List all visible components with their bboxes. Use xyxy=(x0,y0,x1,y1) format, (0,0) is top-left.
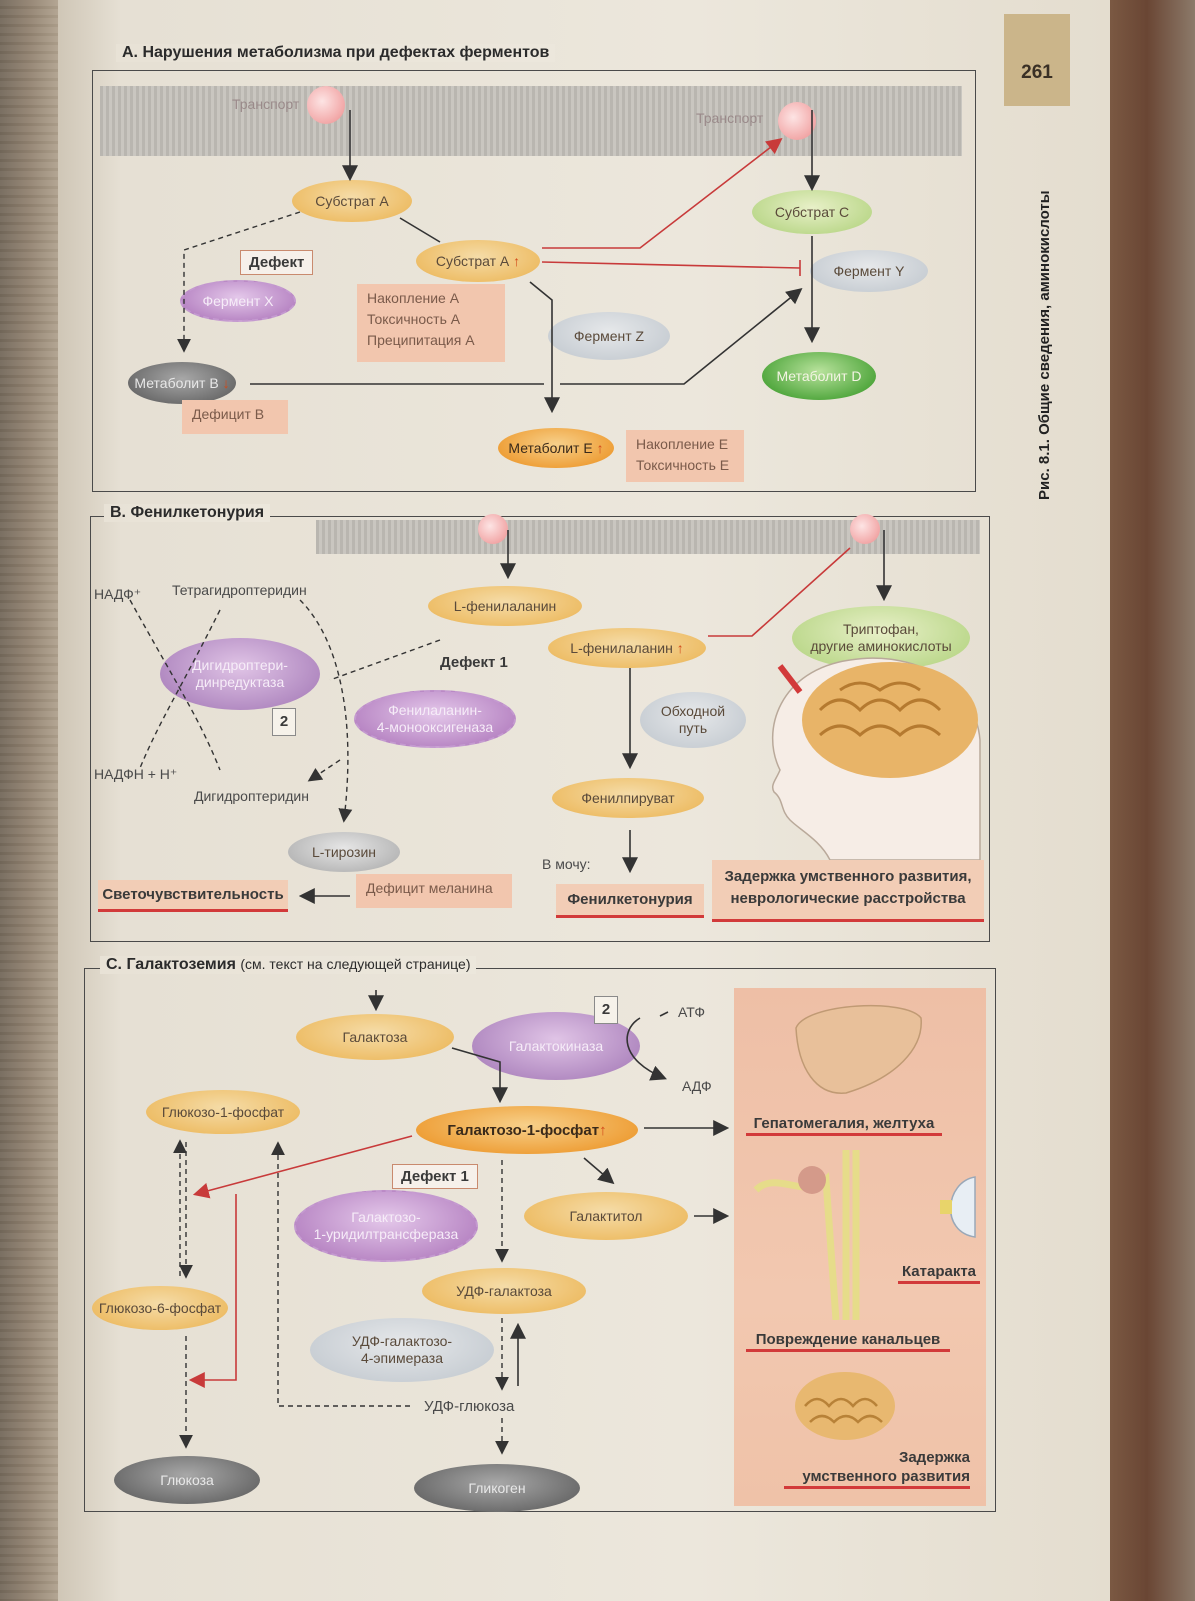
metabolite-b-label: Метаболит B xyxy=(134,374,219,391)
cataract-label: Катаракта xyxy=(898,1262,980,1284)
tubule-damage-label: Повреждение канальцев xyxy=(746,1330,950,1352)
epimerase-node: УДФ-галактозо- 4-эпимераза xyxy=(310,1318,494,1382)
metabolite-b-node: Метаболит B ↓ xyxy=(128,362,236,404)
section-b-frame xyxy=(90,516,990,942)
deficit-b-box: Дефицит B xyxy=(182,400,288,434)
l-phenylalanine-accumulated-node: L-фенилаланин ↑ xyxy=(548,628,706,668)
accumulation-a-box: Накопление A Токсичность A Преципитация … xyxy=(357,284,505,362)
section-a-frame xyxy=(92,70,976,492)
glucose-6-phosphate-node: Глюкозо-6-фосфат xyxy=(92,1286,228,1330)
defect-2-box: 2 xyxy=(272,708,296,736)
substrate-a2-label: Субстрат A xyxy=(435,252,510,269)
atp-label: АТФ xyxy=(678,1004,705,1020)
udp-glucose-label: УДФ-глюкоза xyxy=(424,1398,515,1415)
enzyme-x-node: Фермент X xyxy=(180,280,296,322)
page-number: 261 xyxy=(1021,62,1053,83)
defect-label: Дефект xyxy=(240,250,314,275)
section-c-title-note: (см. текст на следующей странице) xyxy=(240,956,471,972)
kidney-tubule-illustration xyxy=(753,1150,860,1320)
section-c-frame xyxy=(84,968,996,1512)
accumulation-a-line-2: Токсичность A xyxy=(367,311,461,327)
metabolite-d-node: Метаболит D xyxy=(762,352,876,400)
defect-1-label-c: Дефект 1 xyxy=(392,1164,478,1189)
up-arrow-icon-gal1p: ↑ xyxy=(599,1121,607,1139)
up-arrow-icon-phe: ↑ xyxy=(676,639,684,656)
glycogen-node: Гликоген xyxy=(414,1464,580,1512)
glucose-1-phosphate-node: Глюкозо-1-фосфат xyxy=(146,1090,300,1134)
up-arrow-icon: ↑ xyxy=(513,252,521,269)
accumulation-e-line-2: Токсичность E xyxy=(636,457,730,473)
dihydropteridine-label: Дигидроптеридин xyxy=(194,788,309,804)
liver-illustration xyxy=(795,1004,922,1094)
udp-galactose-node: УДФ-галактоза xyxy=(422,1268,586,1314)
accumulation-e-box: Накопление E Токсичность E xyxy=(626,430,744,482)
retardation-box-b: Задержка умственного развития, неврологи… xyxy=(712,860,984,922)
transport-icon-b-right xyxy=(850,514,880,544)
galactitol-node: Галактитол xyxy=(524,1192,688,1240)
adp-label: АДФ xyxy=(682,1078,712,1094)
gal1p-label: Галактозо-1-фосфат xyxy=(447,1121,600,1139)
hepatomegaly-label: Гепатомегалия, желтуха xyxy=(746,1114,942,1136)
transport-right-label: Транспорт xyxy=(696,110,764,126)
section-c-title: C. Галактоземия (см. текст на следующей … xyxy=(100,956,477,974)
accumulation-a-line-1: Накопление A xyxy=(367,290,460,306)
galt-node: Галактозо- 1-уридилтрансфераза xyxy=(294,1190,478,1262)
up-arrow-icon-e: ↑ xyxy=(596,439,604,456)
defect-2-box-c: 2 xyxy=(594,996,618,1024)
membrane-a xyxy=(100,86,962,156)
accumulation-a-line-3: Преципитация A xyxy=(367,332,475,348)
phenylpyruvate-node: Фенилпируват xyxy=(552,778,704,818)
nadph-label: НАДФН + H⁺ xyxy=(94,766,178,782)
transport-left-label: Транспорт xyxy=(232,96,300,112)
l-tyrosine-node: L-тирозин xyxy=(288,832,400,872)
galactose-1-phosphate-node: Галактозо-1-фосфат↑ xyxy=(416,1106,638,1154)
transport-icon-right xyxy=(778,102,816,140)
transport-icon-b-left xyxy=(478,514,508,544)
section-a-title: A. Нарушения метаболизма при дефектах фе… xyxy=(116,44,556,62)
phenylketonuria-box: Фенилкетонурия xyxy=(556,884,704,918)
substrate-c-node: Субстрат C xyxy=(752,190,872,234)
nadp-label: НАДФ⁺ xyxy=(94,586,142,602)
tetrahydropteridine-label: Тетрагидроптеридин xyxy=(172,582,307,598)
substrate-a-node: Субстрат A xyxy=(292,180,412,222)
eye-illustration xyxy=(940,1176,976,1238)
page-tab xyxy=(1004,14,1070,106)
accumulation-e-line-1: Накопление E xyxy=(636,436,729,452)
substrate-a-accumulated-node: Субстрат A ↑ xyxy=(416,240,540,282)
section-c-title-main: C. Галактоземия xyxy=(106,956,236,973)
enzyme-z-node: Фермент Z xyxy=(548,312,670,360)
galactose-node: Галактоза xyxy=(296,1014,454,1060)
phenylalanine-hydroxylase-node: Фенилаланин- 4-монооксигеназа xyxy=(354,690,516,748)
glucose-node: Глюкоза xyxy=(114,1456,260,1504)
to-urine-label: В мочу: xyxy=(542,856,591,872)
metabolite-e-label: Метаболит E xyxy=(508,439,593,456)
metabolite-e-node: Метаболит E ↑ xyxy=(498,428,614,468)
enzyme-y-node: Фермент Y xyxy=(810,250,928,292)
photosensitivity-box: Светочувствительность xyxy=(98,880,288,912)
tryptophan-node: Триптофан, другие аминокислоты xyxy=(792,606,970,670)
melanin-deficit-box: Дефицит меланина xyxy=(356,874,512,908)
l-phenylalanine-node: L-фенилаланин xyxy=(428,586,582,626)
bypass-node: Обходной путь xyxy=(640,692,746,748)
l-phe2-label: L-фенилаланин xyxy=(570,639,673,656)
defect-1-label: Дефект 1 xyxy=(440,654,508,671)
head-brain-illustration xyxy=(771,657,981,860)
section-b-title: B. Фенилкетонурия xyxy=(104,504,271,522)
dihydropteridine-reductase-node: Дигидроптери- динредуктаза xyxy=(160,638,320,710)
transport-icon-left xyxy=(307,86,345,124)
book-left-page-text xyxy=(0,0,62,1601)
brain-illustration-c xyxy=(795,1372,895,1440)
down-arrow-icon: ↓ xyxy=(222,374,230,391)
retardation-label-c: Задержка умственного развития xyxy=(784,1448,970,1489)
